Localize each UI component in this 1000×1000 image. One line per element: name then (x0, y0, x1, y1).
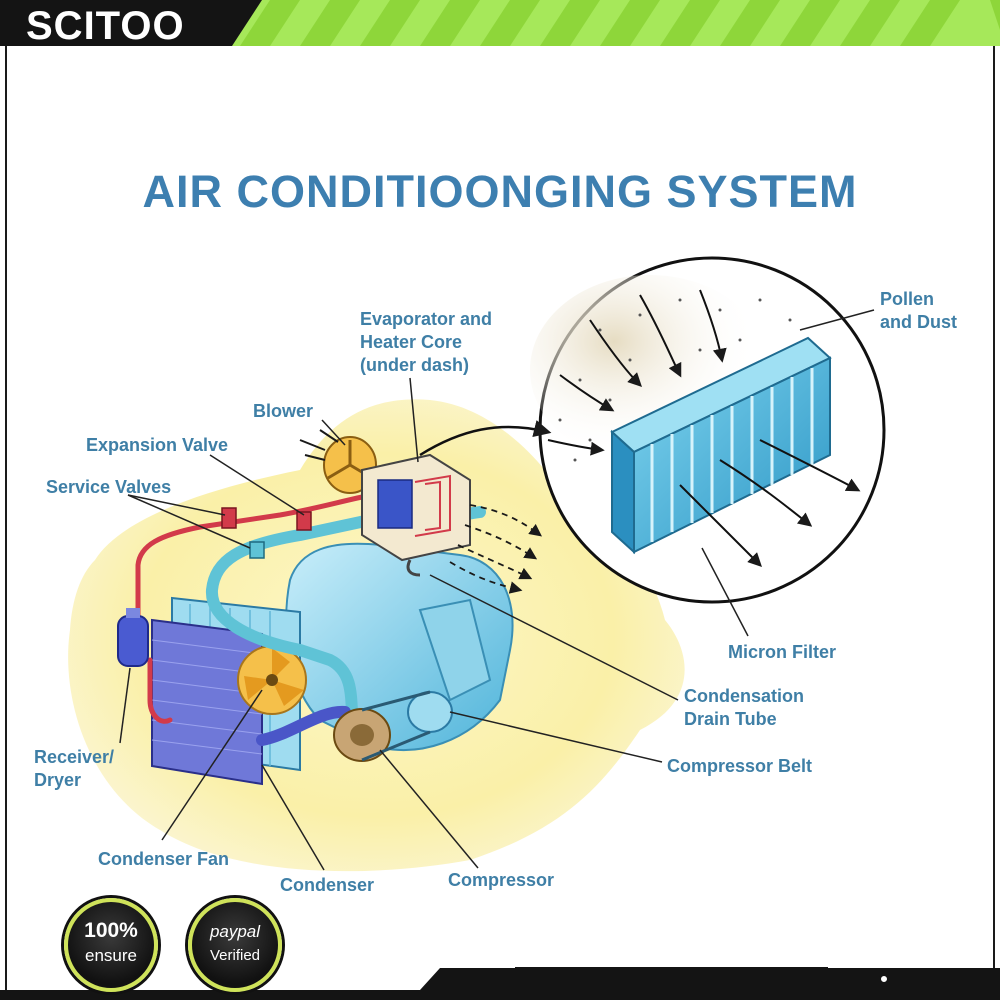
dust-arrows (547, 289, 727, 456)
brand-logo: SCITOO (26, 4, 185, 48)
label-blower: Blower (253, 401, 314, 421)
ensure-badge-percent: 100% (84, 919, 138, 942)
paypal-verified-badge: paypal Verified (188, 898, 282, 992)
ensure-badge: 100% ensure (64, 898, 158, 992)
filter-zoom (530, 256, 886, 604)
compressor (333, 690, 453, 762)
label-micron-filter: Micron Filter (728, 642, 837, 662)
label-evaporator: Evaporator and Heater Core (under dash) (360, 309, 493, 375)
paypal-badge-text: Verified (209, 947, 261, 964)
label-pollen-dust: Pollen and Dust (880, 289, 958, 332)
header-stripes (240, 0, 1000, 46)
clean-air-arrows (679, 439, 861, 567)
filter-pleats (650, 368, 814, 542)
label-condenser-fan: Condenser Fan (98, 849, 230, 869)
service-valve-2 (249, 541, 265, 559)
label-condenser: Condenser (280, 875, 375, 895)
expansion-valve (296, 511, 312, 531)
brand-panel (0, 0, 262, 46)
leader-lines (119, 309, 875, 871)
label-compressor-belt: Compressor Belt (667, 756, 813, 776)
label-service-valves: Service Valves (46, 477, 172, 497)
receiver-dryer (117, 608, 149, 667)
airflow-arrows (449, 504, 543, 594)
condenser-hose (256, 705, 351, 746)
footer-bar (0, 967, 1000, 1000)
zoom-arrow (419, 420, 552, 457)
header-bar (0, 0, 1000, 46)
label-compressor: Compressor (448, 870, 555, 890)
evaporator-heater-core (361, 453, 471, 577)
ensure-badge-text: ensure (85, 946, 137, 965)
label-condensation-drain-tube: Condensation Drain Tube (684, 686, 804, 729)
paypal-badge-brand: paypal (209, 922, 261, 941)
engine-block (285, 542, 514, 751)
service-valve-1 (221, 507, 237, 529)
label-expansion-valve: Expansion Valve (86, 435, 229, 455)
page-title: AIR CONDITIOONGING SYSTEM (142, 166, 858, 217)
condenser-fan (237, 645, 307, 715)
label-receiver-dryer: Receiver/ Dryer (34, 747, 115, 790)
